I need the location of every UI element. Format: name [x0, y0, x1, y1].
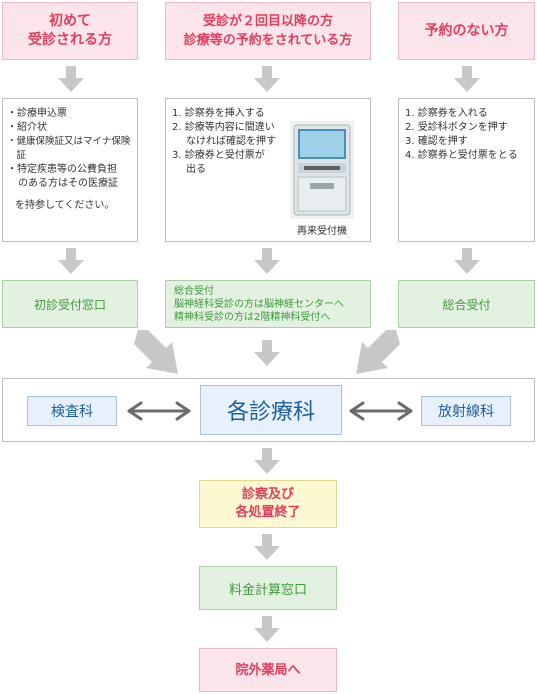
- instructions-no-appointment: 1. 診察券を入れる 2. 受診科ボタンを押す 3. 確認を押す 4. 診察券と…: [398, 98, 535, 242]
- arrow-diagonal-right: [356, 330, 400, 374]
- desk-general-return: 総合受付 脳神経科受診の方は脳神経センターへ 精神科受診の方は2階精神科受付へ: [165, 280, 371, 328]
- step-pharmacy-label: 院外薬局へ: [235, 662, 301, 678]
- arrow-down-2: [254, 66, 280, 92]
- dept-lab: 検査科: [27, 396, 117, 426]
- arrow-down-7: [254, 340, 280, 366]
- step-exam-line1: 診察及び: [241, 487, 294, 502]
- step-text: 出る: [186, 164, 206, 175]
- step-outside-pharmacy: 院外薬局へ: [199, 648, 337, 692]
- step-billing-window: 料金計算窓口: [199, 566, 337, 610]
- dept-all-clinical-label: 各診療科: [226, 400, 315, 425]
- desk-first-visit: 初診受付窓口: [2, 280, 138, 328]
- header-first-visit-line1: 初めて: [49, 13, 91, 29]
- arrow-down-5: [254, 248, 280, 274]
- dept-radiology-label: 放射線科: [438, 404, 494, 420]
- desk-general-no-appointment: 総合受付: [398, 280, 535, 328]
- double-arrow-right: [349, 401, 413, 421]
- step-text: 3. 診療券と受付票が: [172, 150, 265, 161]
- item-text-cont: のある方はその医療証: [18, 178, 118, 189]
- header-no-appointment-line1: 予約のない方: [424, 22, 509, 39]
- desk-psych-note: 精神科受診の方は2階精神科受付へ: [174, 311, 331, 323]
- header-return-visit-line1: 受診が２回目以降の方: [202, 14, 333, 29]
- desk-general-no-appointment-label: 総合受付: [442, 297, 491, 312]
- list-item: ・紹介状: [7, 122, 47, 133]
- reception-machine-image: [290, 121, 354, 219]
- arrow-down-6: [454, 248, 480, 274]
- header-first-visit: 初めて 受診される方: [2, 2, 138, 60]
- dept-all-clinical: 各診療科: [200, 385, 342, 435]
- arrow-diagonal-left: [134, 330, 178, 374]
- instructions-first-visit: ・診療申込票 ・紹介状 ・健康保険証又はマイナ保険証 ・特定疾患等の公費負担 の…: [2, 98, 138, 242]
- item-text: 紹介状: [17, 122, 47, 133]
- step-text: 4. 診察券と受付票をとる: [405, 150, 518, 161]
- list-item: ・診療申込票: [7, 108, 67, 119]
- item-text: 特定疾患等の公費負担: [17, 164, 117, 175]
- header-return-visit-line2: 診療等の予約をされている方: [183, 33, 353, 48]
- step-text: 3. 確認を押す: [405, 136, 468, 147]
- list-item: ・健康保険証又はマイナ保険証: [7, 135, 133, 163]
- step-billing-label: 料金計算窓口: [228, 582, 307, 598]
- dept-radiology: 放射線科: [421, 396, 511, 426]
- instructions-return-visit: 1. 診察券を挿入する 2. 診療等内容に間違い なければ確認を押す 3. 診療…: [165, 98, 371, 242]
- step-text: 2. 受診科ボタンを押す: [405, 122, 508, 133]
- step-text: 2. 診療等内容に間違い: [172, 122, 275, 133]
- arrow-down-4: [58, 248, 84, 274]
- arrow-down-8: [254, 448, 280, 474]
- bring-note: を持参してください。: [15, 200, 115, 211]
- arrow-down-3: [454, 66, 480, 92]
- dept-lab-label: 検査科: [51, 404, 93, 420]
- arrow-down-10: [254, 616, 280, 642]
- header-no-appointment: 予約のない方: [398, 2, 535, 60]
- desk-neuro-note: 脳神経科受診の方は脳神経センターへ: [174, 298, 344, 310]
- item-text: 健康保険証又はマイナ保険証: [16, 136, 131, 161]
- desk-general-label: 総合受付: [174, 285, 214, 297]
- step-text: 1. 診察券を挿入する: [172, 108, 265, 119]
- arrow-down-9: [254, 534, 280, 560]
- step-exam-finished: 診察及び 各処置終了: [199, 480, 337, 528]
- step-exam-line2: 各処置終了: [235, 505, 301, 520]
- desk-first-visit-label: 初診受付窓口: [33, 297, 106, 312]
- step-text: 1. 診察券を入れる: [405, 108, 488, 119]
- arrow-down-1: [58, 66, 84, 92]
- header-first-visit-line2: 受診される方: [28, 32, 112, 48]
- list-item: ・特定疾患等の公費負担: [7, 164, 117, 175]
- item-text: 診療申込票: [17, 108, 67, 119]
- step-text: なければ確認を押す: [186, 136, 276, 147]
- double-arrow-left: [127, 401, 191, 421]
- departments-container: 検査科 各診療科 放射線科: [2, 378, 535, 442]
- header-return-visit: 受診が２回目以降の方 診療等の予約をされている方: [165, 2, 371, 60]
- machine-caption: 再来受付機: [297, 226, 347, 237]
